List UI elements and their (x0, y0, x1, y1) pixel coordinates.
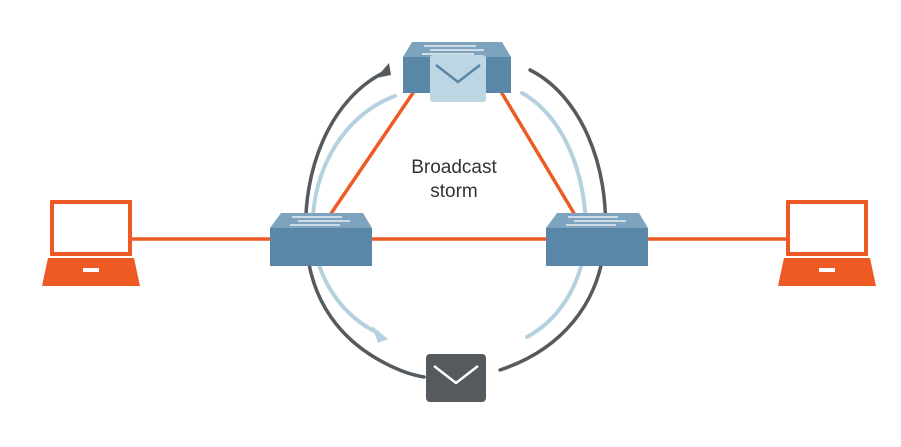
switch-left (270, 213, 372, 266)
switch-top-arrows-icon (422, 45, 484, 55)
caption-line-2: storm (430, 181, 478, 202)
loop-light-arrowhead (372, 326, 388, 343)
envelope-bottom-icon (426, 354, 486, 402)
laptop-left-icon (42, 200, 140, 286)
loop-dark-arrowhead (376, 63, 391, 78)
switch-left-front-face (270, 228, 372, 266)
network-links (132, 89, 788, 241)
switch-right-arrows-icon (566, 216, 626, 226)
switch-right (546, 213, 648, 266)
caption-line-1: Broadcast (411, 157, 497, 178)
laptop-right-icon (778, 200, 876, 286)
switch-left-arrows-icon (290, 216, 350, 226)
loop-dark-left-arc (303, 71, 426, 379)
envelope-top-icon (430, 55, 486, 102)
link-left-switch-to-top-switch (328, 89, 417, 216)
switch-right-front-face (546, 228, 648, 266)
link-top-switch-to-right-switch (498, 89, 577, 216)
